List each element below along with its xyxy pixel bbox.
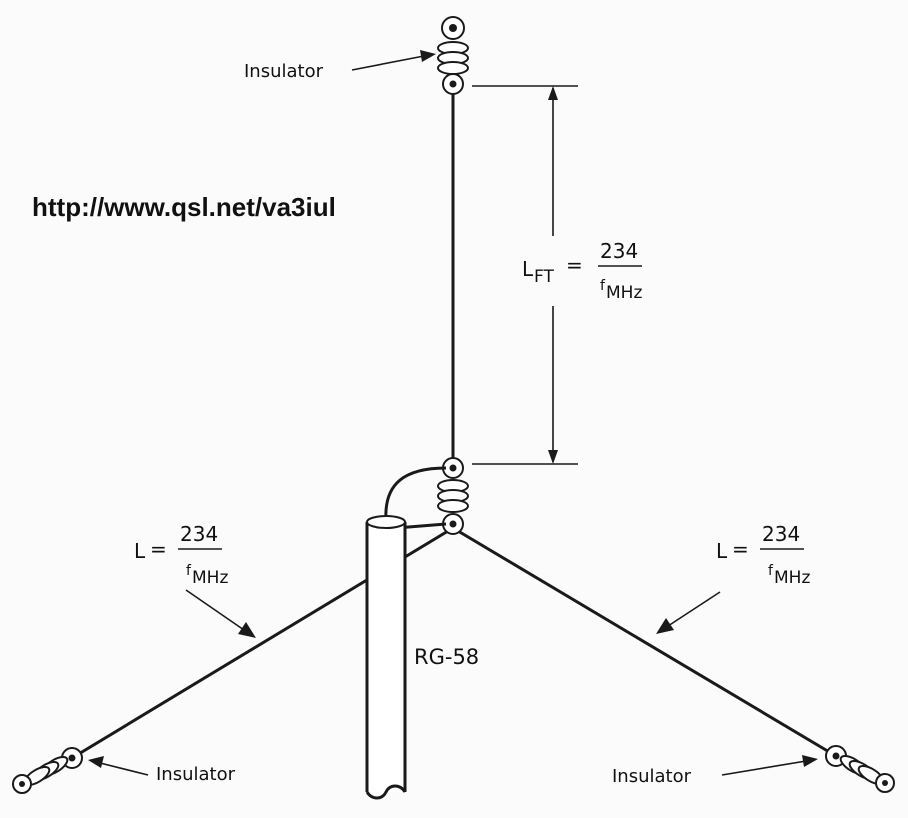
vertical-length-formula: L FT = 234 f MHz bbox=[522, 239, 642, 303]
coax-cable bbox=[365, 515, 407, 800]
svg-text:L: L bbox=[134, 539, 146, 563]
vertical-dimension-line bbox=[472, 85, 578, 465]
svg-text:f: f bbox=[600, 278, 606, 294]
svg-text:MHz: MHz bbox=[774, 568, 810, 588]
right-radial-formula: L = 234 f MHz bbox=[716, 522, 810, 588]
insulator-top-arrow-icon bbox=[351, 50, 436, 71]
svg-text:L: L bbox=[716, 539, 728, 563]
left-radial-formula: L = 234 f MHz bbox=[134, 522, 228, 588]
url-text: http://www.qsl.net/va3iul bbox=[32, 192, 336, 222]
insulator-left-arrow-icon bbox=[88, 756, 149, 776]
svg-text:L: L bbox=[522, 257, 534, 281]
svg-text:f: f bbox=[768, 563, 774, 579]
svg-text:234: 234 bbox=[180, 522, 218, 546]
svg-text:MHz: MHz bbox=[606, 283, 642, 303]
svg-text:=: = bbox=[732, 537, 749, 561]
left-insulator-icon bbox=[12, 747, 83, 794]
svg-text:f: f bbox=[186, 563, 192, 579]
svg-text:MHz: MHz bbox=[192, 568, 228, 588]
coax-center-lead bbox=[384, 466, 447, 521]
svg-text:234: 234 bbox=[762, 522, 800, 546]
center-insulator-icon bbox=[437, 457, 469, 535]
svg-text:=: = bbox=[566, 253, 583, 277]
coax-label: RG-58 bbox=[414, 645, 479, 669]
right-radial-arrow-icon bbox=[656, 591, 721, 634]
svg-text:234: 234 bbox=[600, 239, 638, 263]
insulator-top-label: Insulator bbox=[244, 61, 324, 82]
top-insulator-icon bbox=[437, 16, 469, 95]
insulator-right-label: Insulator bbox=[612, 766, 692, 787]
insulator-left-label: Insulator bbox=[156, 764, 236, 785]
insulator-right-arrow-icon bbox=[721, 755, 818, 776]
right-insulator-icon bbox=[825, 745, 895, 793]
svg-text:=: = bbox=[150, 537, 167, 561]
left-radial-arrow-icon bbox=[185, 589, 256, 638]
right-radial-wire bbox=[452, 526, 837, 758]
svg-text:FT: FT bbox=[534, 267, 554, 287]
